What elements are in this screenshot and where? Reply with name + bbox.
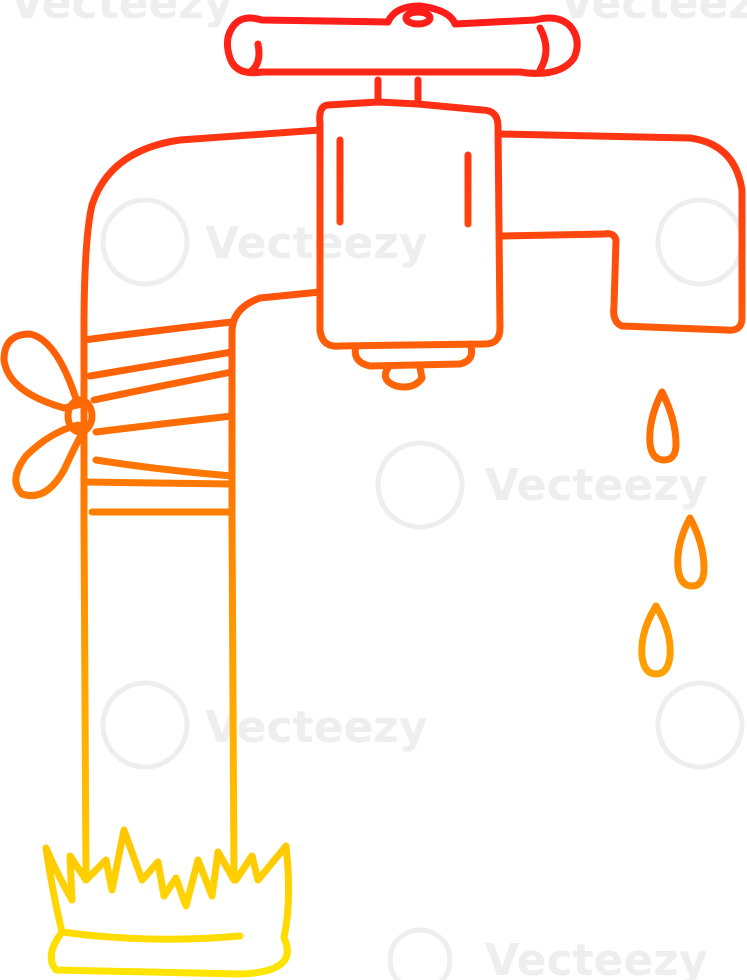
watermark-row-4: Vecteezy bbox=[387, 927, 708, 980]
watermark-row-3: Vecteezy bbox=[100, 680, 745, 770]
watermark-logo-icon bbox=[387, 927, 453, 980]
watermark-row-0: Vecteezy Vecteezy bbox=[10, 0, 747, 29]
tap-stem bbox=[374, 76, 422, 104]
watermark-logo-icon bbox=[375, 440, 465, 530]
water-drop-icon bbox=[638, 602, 674, 678]
bandage-wrap bbox=[80, 318, 236, 516]
bandage-bow-icon bbox=[0, 330, 96, 499]
watermark-text: Vecteezy bbox=[10, 0, 233, 29]
water-drop-icon bbox=[646, 388, 680, 464]
watermark-text: Vecteezy bbox=[485, 460, 708, 511]
watermark-text: Vecteezy bbox=[485, 935, 708, 980]
watermark-text: Vecteezy bbox=[205, 702, 428, 753]
water-drops bbox=[638, 388, 708, 678]
watermark-group: Vecteezy Vecteezy Vecteezy Vecteezy Vect… bbox=[10, 0, 747, 980]
tap-handle-icon bbox=[223, 2, 581, 77]
watermark-logo-icon bbox=[100, 680, 190, 770]
valve-body bbox=[316, 98, 504, 391]
watermark-logo-icon bbox=[655, 197, 745, 287]
watermark-logo-icon bbox=[100, 197, 190, 287]
watermark-row-1: Vecteezy bbox=[100, 197, 745, 287]
watermark-logo-icon bbox=[655, 680, 745, 770]
watermark-text: Vecteezy bbox=[560, 0, 747, 29]
watermark-text: Vecteezy bbox=[205, 218, 428, 269]
faucet-spout bbox=[496, 130, 746, 334]
watermark-row-2: Vecteezy bbox=[375, 440, 708, 530]
grass-tuft-icon bbox=[42, 826, 293, 978]
water-drop-icon bbox=[674, 514, 708, 590]
